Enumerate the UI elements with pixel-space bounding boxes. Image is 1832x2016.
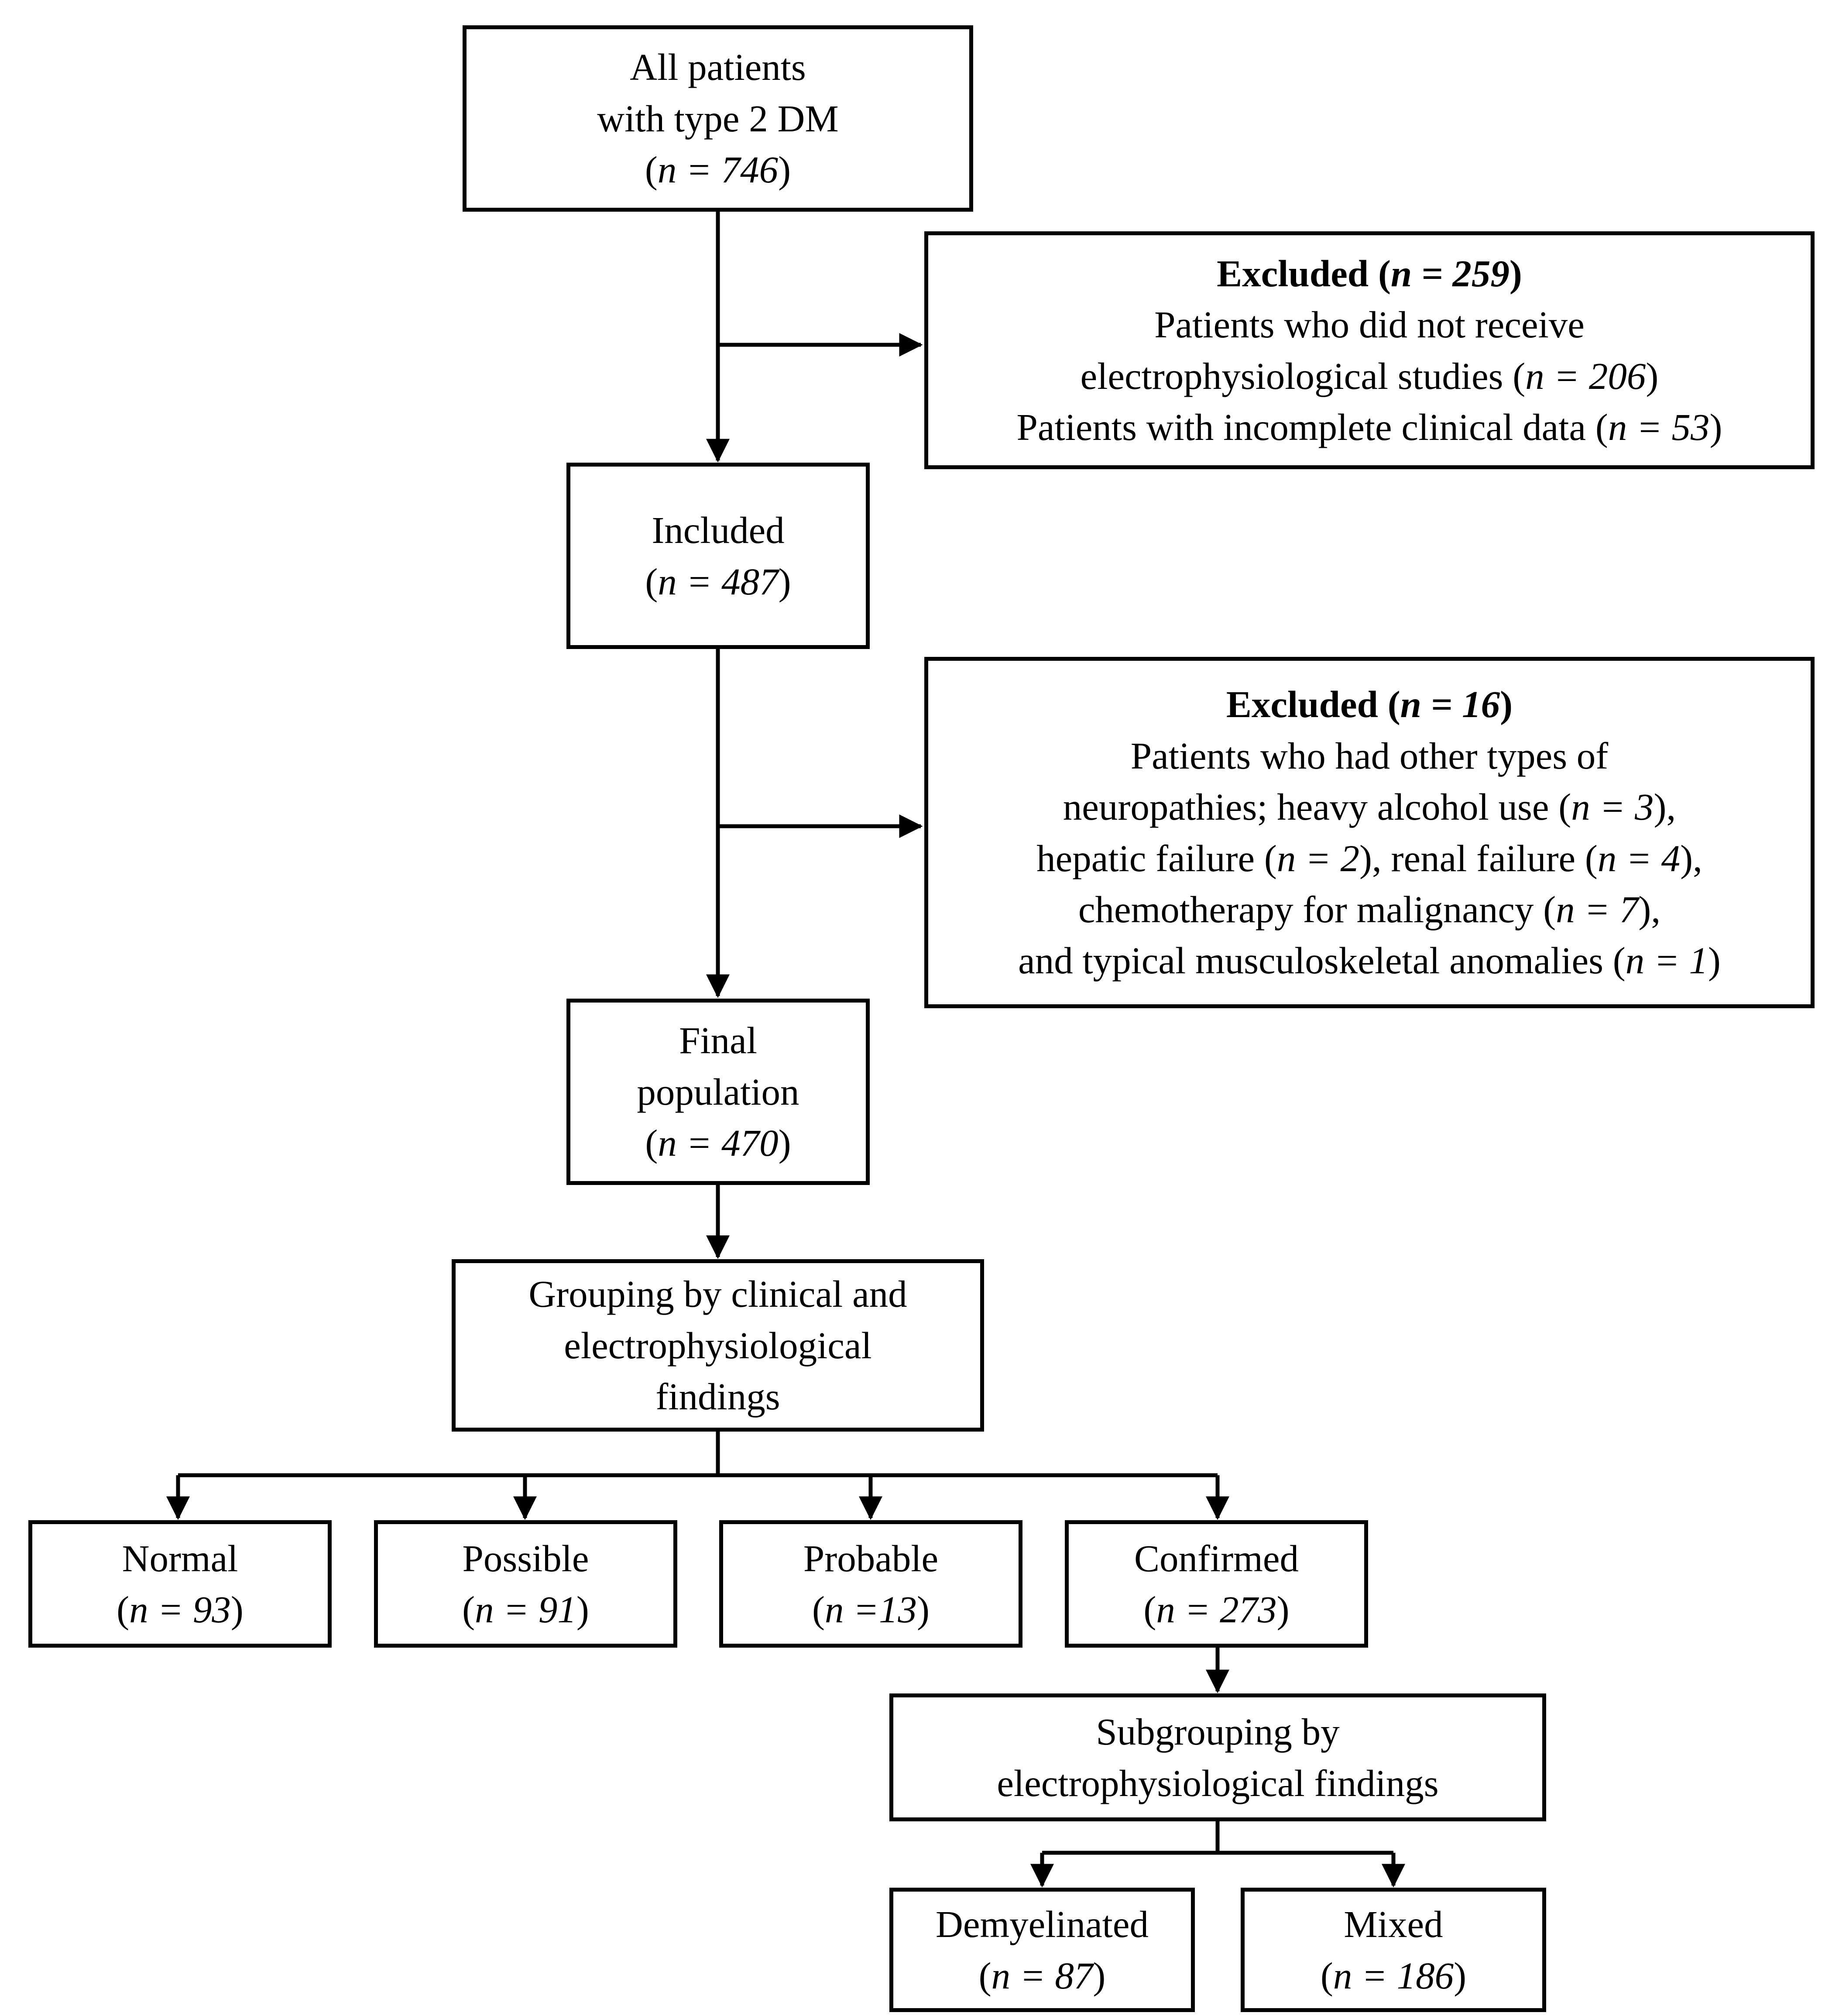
group-confirmed-box: Confirmed (n = 273) — [1065, 1520, 1368, 1648]
subgroup-demyelinated-box: Demyelinated (n = 87) — [889, 1888, 1195, 2012]
subgroup-mixed-count: (n = 186) — [1320, 1954, 1467, 1997]
grouping-box: Grouping by clinical and electrophysiolo… — [452, 1259, 984, 1432]
group-normal-name: Normal — [122, 1537, 238, 1580]
subgroup-mixed-name: Mixed — [1344, 1903, 1443, 1946]
subgroup-demyelinated-count: (n = 87) — [978, 1954, 1106, 1997]
group-probable-name: Probable — [803, 1537, 939, 1580]
group-probable-count: (n =13) — [812, 1588, 930, 1631]
group-confirmed-count: (n = 273) — [1143, 1588, 1290, 1631]
grouping-label-line-3: findings — [655, 1375, 780, 1418]
group-possible-count: (n = 91) — [462, 1588, 589, 1631]
group-normal-box: Normal (n = 93) — [28, 1520, 332, 1648]
subgrouping-label-line-1: Subgrouping by — [1096, 1710, 1340, 1753]
final-population-count: (n = 470) — [645, 1122, 791, 1164]
excluded-2-reason-1: Patients who had other types of — [1130, 734, 1609, 777]
excluded-2-title: Excluded (n = 16) — [1226, 683, 1513, 726]
final-population-label-line-1: Final — [679, 1019, 757, 1062]
all-patients-count: (n = 746) — [645, 148, 791, 191]
excluded-2-reason-2: neuropathies; heavy alcohol use (n = 3), — [1063, 786, 1676, 828]
final-population-box: Final population (n = 470) — [566, 999, 870, 1185]
excluded-1-reason-2: electrophysiological studies (n = 206) — [1080, 354, 1659, 397]
included-box: Included (n = 487) — [566, 463, 870, 649]
subgroup-mixed-box: Mixed (n = 186) — [1241, 1888, 1546, 2012]
group-confirmed-name: Confirmed — [1134, 1537, 1299, 1580]
all-patients-label-line-1: All patients — [630, 46, 806, 89]
all-patients-box: All patients with type 2 DM (n = 746) — [463, 25, 973, 212]
excluded-1-box: Excluded (n = 259) Patients who did not … — [924, 231, 1815, 469]
final-population-label-line-2: population — [637, 1070, 799, 1113]
excluded-1-title: Excluded (n = 259) — [1217, 252, 1522, 295]
group-normal-count: (n = 93) — [117, 1588, 244, 1631]
excluded-2-box: Excluded (n = 16) Patients who had other… — [924, 657, 1815, 1008]
included-count: (n = 487) — [645, 560, 791, 603]
excluded-1-reason-3: Patients with incomplete clinical data (… — [1016, 405, 1722, 448]
included-label: Included — [652, 509, 785, 552]
grouping-label-line-2: electrophysiological — [564, 1324, 872, 1367]
subgrouping-box: Subgrouping by electrophysiological find… — [889, 1693, 1546, 1821]
all-patients-label-line-2: with type 2 DM — [597, 97, 839, 140]
excluded-2-reason-3: hepatic failure (n = 2), renal failure (… — [1036, 837, 1702, 879]
excluded-1-reason-1: Patients who did not receive — [1154, 303, 1585, 346]
group-possible-box: Possible (n = 91) — [374, 1520, 677, 1648]
group-possible-name: Possible — [462, 1537, 589, 1580]
group-probable-box: Probable (n =13) — [719, 1520, 1022, 1648]
excluded-2-reason-5: and typical musculoskeletal anomalies (n… — [1018, 939, 1721, 982]
subgrouping-label-line-2: electrophysiological findings — [997, 1762, 1439, 1804]
excluded-2-reason-4: chemotherapy for malignancy (n = 7), — [1078, 888, 1661, 931]
grouping-label-line-1: Grouping by clinical and — [528, 1273, 907, 1315]
subgroup-demyelinated-name: Demyelinated — [936, 1903, 1149, 1946]
